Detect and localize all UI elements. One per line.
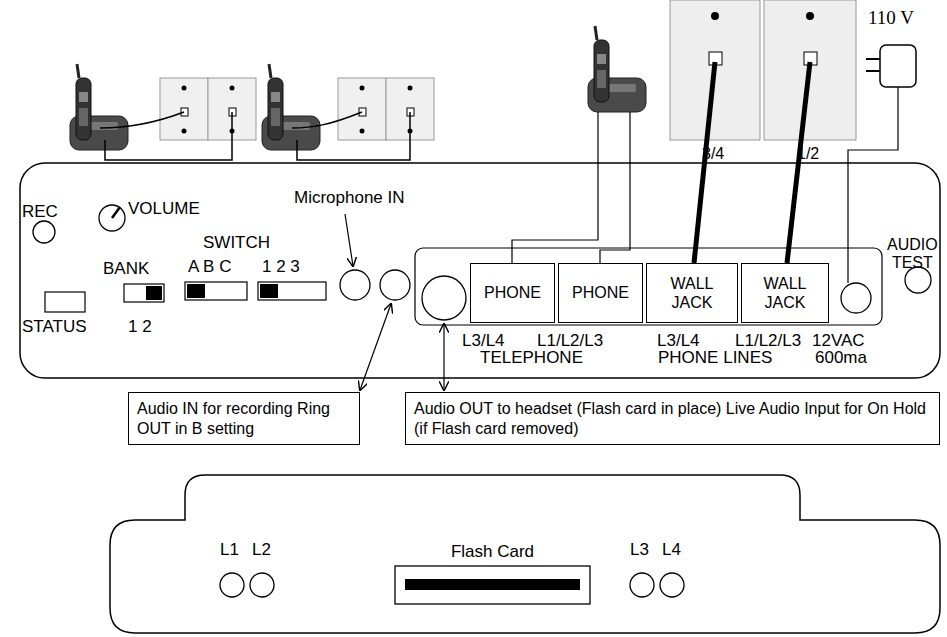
panel-label: TELEPHONE [480, 349, 583, 368]
panel-label: BANK [103, 260, 149, 279]
phone-set [70, 64, 256, 160]
panel-label: 600ma [815, 349, 867, 368]
node-text: Audio OUT to headset (Flash card in plac… [414, 399, 931, 437]
callout-box: Audio IN for recording Ring OUT in B set… [128, 392, 360, 445]
panel-label: 3/4 [702, 145, 724, 163]
node-text: WALL JACK [649, 274, 735, 312]
front-panel [20, 163, 940, 378]
jack-box: PHONE [470, 263, 555, 323]
panel-label: 1/2 [797, 145, 819, 163]
node-text: PHONE [484, 283, 541, 302]
panel-label: 1 2 3 [262, 258, 300, 277]
panel-label: 12VAC [812, 332, 865, 351]
panel-label: VOLUME [128, 200, 200, 219]
wall-plate [670, 0, 856, 263]
jack-box: WALL JACK [741, 263, 829, 323]
node-text: WALL JACK [744, 274, 826, 312]
panel-label: L2 [252, 541, 271, 560]
panel-label: L1 [220, 541, 239, 560]
panel-label: REC [22, 203, 58, 222]
panel-label: L1/L2/L3 [735, 332, 801, 351]
panel-label: AUDIO TEST [887, 236, 938, 271]
rear-panel [110, 475, 940, 633]
panel-label: L3/L4 [462, 332, 505, 351]
panel-label: L3/L4 [657, 332, 700, 351]
panel-label: STATUS [22, 318, 87, 337]
phone [512, 26, 646, 263]
callout-box: Audio OUT to headset (Flash card in plac… [405, 392, 940, 445]
panel-label: L1/L2/L3 [537, 332, 603, 351]
panel-label: L3 [630, 541, 649, 560]
slot-label: Flash Card [395, 537, 590, 568]
panel-label: 110 V [868, 8, 914, 29]
panel-label: A B C [188, 258, 231, 277]
panel-label: Microphone IN [294, 189, 405, 208]
panel-label: L4 [662, 541, 681, 560]
phone-set [262, 64, 434, 160]
leader-line [360, 304, 444, 390]
node-text: Flash Card [451, 542, 534, 562]
jack-box: PHONE [558, 263, 643, 323]
node-text: PHONE [572, 283, 629, 302]
jack-box: WALL JACK [646, 263, 738, 323]
node-text: Audio IN for recording Ring OUT in B set… [137, 399, 351, 437]
panel-label: 1 2 [128, 318, 152, 337]
panel-label: PHONE LINES [658, 349, 772, 368]
panel-label: SWITCH [203, 234, 270, 253]
